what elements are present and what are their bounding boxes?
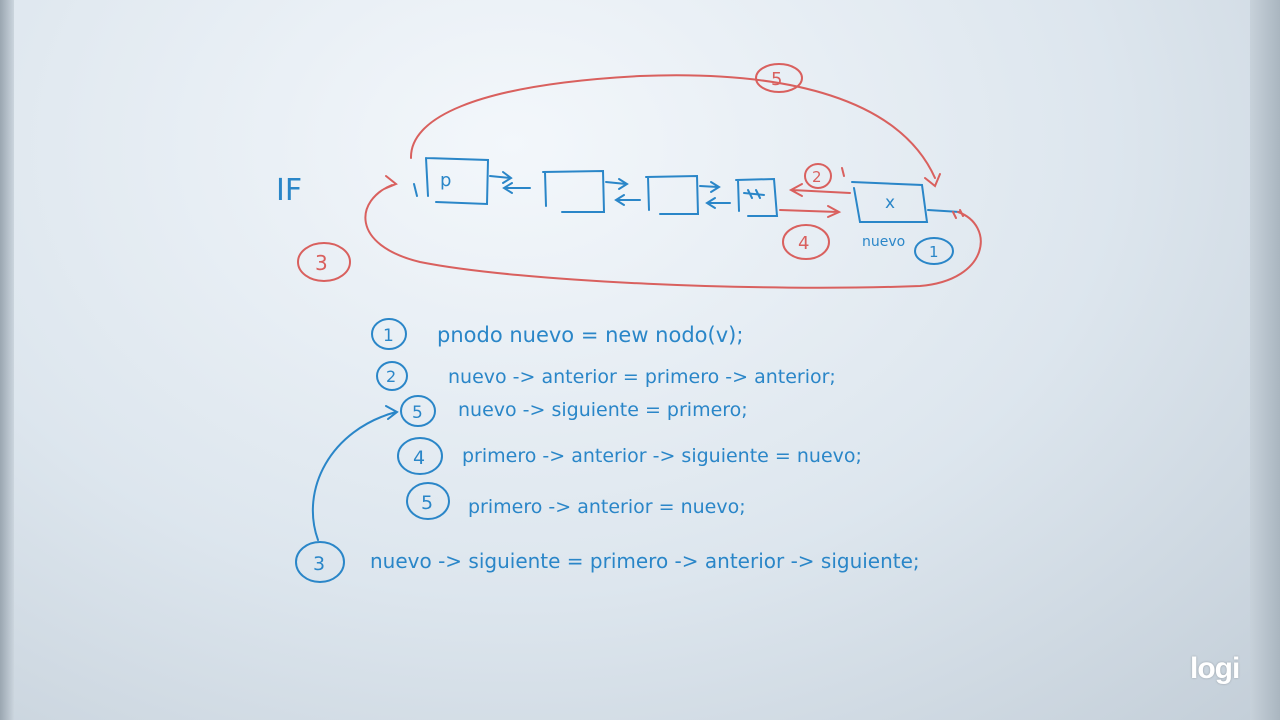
marker-2-circle <box>804 163 832 189</box>
node-first-tick <box>413 183 418 197</box>
node-3 <box>645 174 700 215</box>
new-node-out-line <box>927 209 961 213</box>
arrow-prev-3 <box>705 197 731 209</box>
step-5-circle <box>406 482 450 520</box>
step-3-number: 5 <box>412 403 423 423</box>
marker-4-circle <box>782 224 830 260</box>
step-marker-1-circle <box>914 237 954 265</box>
node-4 <box>735 177 779 217</box>
step-6-circle <box>295 541 345 583</box>
step-4-code: primero -> anterior -> siguiente = nuevo… <box>462 445 862 467</box>
red-annotations <box>297 63 982 289</box>
step-2-number: 2 <box>386 367 396 386</box>
arc-step-3 <box>364 175 982 289</box>
step-6-number: 3 <box>313 553 325 575</box>
step-5-number: 5 <box>421 492 433 514</box>
step-1-code: pnodo nuevo = new nodo(v); <box>437 323 743 347</box>
step-6-code: nuevo -> siguiente = primero -> anterior… <box>370 549 920 573</box>
webcam-watermark-logo: logi <box>1190 652 1240 685</box>
step-marker-1: 1 <box>929 243 939 261</box>
board-frame-left <box>0 0 14 720</box>
marker-3-circle <box>297 242 351 282</box>
step-2-code: nuevo -> anterior = primero -> anterior; <box>448 366 836 388</box>
step-4-number: 4 <box>413 447 425 469</box>
node-first <box>425 157 490 206</box>
step-list: 1 pnodo nuevo = new nodo(v); 2 nuevo -> … <box>295 318 920 583</box>
step-4-circle <box>397 437 443 475</box>
if-heading: IF <box>276 173 302 208</box>
arrow-prev-1 <box>502 182 531 194</box>
step-2-circle <box>376 361 408 391</box>
arrow-prev-2 <box>614 194 641 206</box>
arrow-next-2 <box>605 178 629 190</box>
marker-4-text: 4 <box>798 233 809 254</box>
marker-5-circle <box>755 63 803 93</box>
arrow-step-4 <box>779 205 842 218</box>
red-ticks <box>841 167 964 219</box>
new-node-caption: nuevo <box>862 234 905 250</box>
marker-5-text: 5 <box>771 69 782 90</box>
node-first-label: p <box>440 170 451 191</box>
node-new-label: x <box>885 193 895 213</box>
node-new <box>851 181 929 223</box>
board-frame-right <box>1250 0 1280 720</box>
reorder-arrow <box>311 405 399 541</box>
step-3-code: nuevo -> siguiente = primero; <box>458 399 748 421</box>
arrow-step-2 <box>788 183 851 197</box>
step-1-number: 1 <box>383 326 394 346</box>
step-3-circle <box>400 395 436 427</box>
marker-2-text: 2 <box>812 168 822 186</box>
node-4-mark <box>743 189 765 199</box>
arc-step-5 <box>409 74 941 188</box>
step-5-code: primero -> anterior = nuevo; <box>468 496 746 518</box>
node-2 <box>542 169 606 213</box>
marker-3-text: 3 <box>315 251 328 275</box>
arrow-next-3 <box>699 181 721 193</box>
arrow-next-1 <box>489 171 513 184</box>
linked-list-diagram <box>413 157 961 223</box>
step-1-circle <box>371 318 407 350</box>
